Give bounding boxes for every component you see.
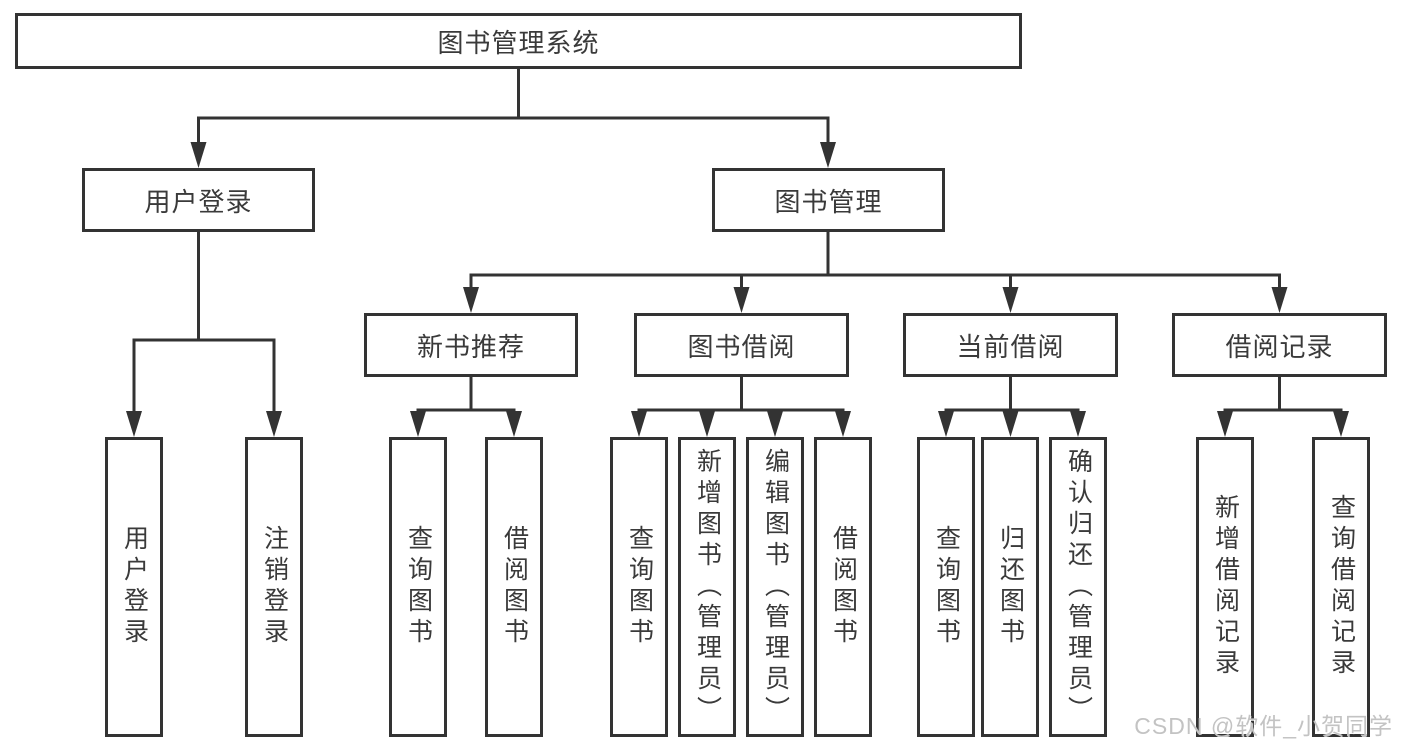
node-root-library-system: 图书管理系统 <box>15 13 1022 69</box>
csdn-watermark: CSDN @软件_小贺同学 <box>1134 713 1393 739</box>
leaf-borrowing-borrow-books: 借阅图书 <box>814 437 872 737</box>
leaf-borrowing-add-books-admin: 新增图书（管理员） <box>678 437 736 737</box>
leaf-borrowing-query-books: 查询图书 <box>610 437 668 737</box>
leaf-user-login: 用户登录 <box>105 437 163 737</box>
node-borrowing-records: 借阅记录 <box>1172 313 1387 377</box>
leaf-current-query-books: 查询图书 <box>917 437 975 737</box>
node-user-login: 用户登录 <box>82 168 315 232</box>
leaf-recommend-borrow-books: 借阅图书 <box>485 437 543 737</box>
node-new-book-recommend: 新书推荐 <box>364 313 578 377</box>
leaf-current-return-books: 归还图书 <box>981 437 1039 737</box>
leaf-records-query-record: 查询借阅记录 <box>1312 437 1370 737</box>
leaf-current-confirm-return-admin: 确认归还（管理员） <box>1049 437 1107 737</box>
arrowheads <box>126 142 1349 437</box>
leaf-recommend-query-books: 查询图书 <box>389 437 447 737</box>
leaf-logout: 注销登录 <box>245 437 303 737</box>
leaf-records-add-record: 新增借阅记录 <box>1196 437 1254 737</box>
node-book-borrowing: 图书借阅 <box>634 313 849 377</box>
leaf-borrowing-edit-books-admin: 编辑图书（管理员） <box>746 437 804 737</box>
connector-tree <box>132 68 1343 418</box>
node-book-management: 图书管理 <box>712 168 945 232</box>
node-current-borrowing: 当前借阅 <box>903 313 1118 377</box>
